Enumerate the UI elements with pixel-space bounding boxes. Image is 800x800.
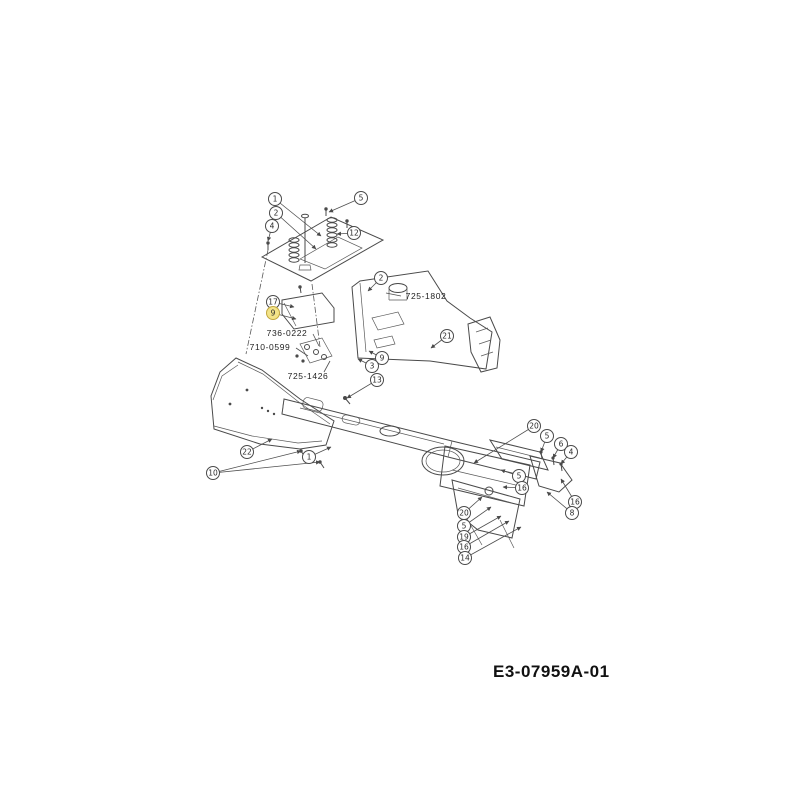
callout-5[interactable]: 5 xyxy=(540,429,554,443)
part-number-labels: 725-1802 736-0222 710-0599 725-1426 xyxy=(250,291,447,381)
callout-17[interactable]: 17 xyxy=(266,295,280,309)
mounting-plate-assembly xyxy=(245,207,385,355)
callout-3[interactable]: 3 xyxy=(365,359,379,373)
spring-right xyxy=(326,217,338,248)
fastener-cluster xyxy=(295,337,351,405)
callout-4[interactable]: 4 xyxy=(265,219,279,233)
svg-text:3: 3 xyxy=(370,362,375,371)
callout-13[interactable]: 13 xyxy=(370,373,384,387)
callout-16[interactable]: 16 xyxy=(515,481,529,495)
side-panel-left xyxy=(210,357,335,450)
svg-text:19: 19 xyxy=(459,533,469,542)
diagram-code-label: E3-07959A-01 xyxy=(493,662,610,681)
callout-21[interactable]: 21 xyxy=(440,329,454,343)
svg-text:13: 13 xyxy=(372,376,382,385)
frame-artwork xyxy=(210,207,573,549)
callout-20[interactable]: 20 xyxy=(457,506,471,520)
svg-text:2: 2 xyxy=(274,209,279,218)
svg-text:20: 20 xyxy=(459,509,469,518)
part-number-label: 725-1802 xyxy=(406,291,447,301)
cover-plate xyxy=(281,292,335,330)
callout-1[interactable]: 1 xyxy=(302,450,316,464)
svg-text:1: 1 xyxy=(307,453,312,462)
callout-19[interactable]: 19 xyxy=(457,530,471,544)
svg-text:6: 6 xyxy=(559,440,564,449)
callout-1[interactable]: 1 xyxy=(268,192,282,206)
callout-12[interactable]: 12 xyxy=(347,226,361,240)
plate-bolts xyxy=(266,207,349,294)
svg-text:9: 9 xyxy=(380,354,385,363)
svg-text:14: 14 xyxy=(460,554,470,563)
svg-text:5: 5 xyxy=(462,522,467,531)
callout-16[interactable]: 16 xyxy=(457,540,471,554)
callout-2[interactable]: 2 xyxy=(374,271,388,285)
part-number-label: 710-0599 xyxy=(250,342,291,352)
callout-20[interactable]: 20 xyxy=(527,419,541,433)
callout-10[interactable]: 10 xyxy=(206,466,220,480)
svg-text:5: 5 xyxy=(359,194,364,203)
svg-text:5: 5 xyxy=(517,472,522,481)
svg-text:1: 1 xyxy=(273,195,278,204)
part-number-label: 725-1426 xyxy=(288,371,329,381)
callout-6[interactable]: 6 xyxy=(554,437,568,451)
svg-text:17: 17 xyxy=(268,298,278,307)
callout-22[interactable]: 22 xyxy=(240,445,254,459)
side-panel-right xyxy=(351,270,501,373)
callout-9[interactable]: 9 xyxy=(266,306,280,320)
callout-8[interactable]: 8 xyxy=(565,506,579,520)
svg-text:4: 4 xyxy=(569,448,574,457)
callout-4[interactable]: 4 xyxy=(564,445,578,459)
callout-2[interactable]: 2 xyxy=(269,206,283,220)
svg-text:8: 8 xyxy=(570,509,575,518)
svg-text:12: 12 xyxy=(349,229,359,238)
callout-5[interactable]: 5 xyxy=(354,191,368,205)
svg-text:16: 16 xyxy=(459,543,469,552)
svg-text:5: 5 xyxy=(545,432,550,441)
spring-left xyxy=(288,237,300,263)
svg-text:22: 22 xyxy=(242,448,252,457)
callout-5[interactable]: 5 xyxy=(512,469,526,483)
part-number-label: 736-0222 xyxy=(267,328,308,338)
svg-text:20: 20 xyxy=(529,422,539,431)
svg-text:21: 21 xyxy=(442,332,452,341)
svg-text:16: 16 xyxy=(517,484,527,493)
svg-text:2: 2 xyxy=(379,274,384,283)
callout-14[interactable]: 14 xyxy=(458,551,472,565)
svg-text:10: 10 xyxy=(208,469,218,478)
svg-text:4: 4 xyxy=(270,222,275,231)
svg-text:9: 9 xyxy=(271,309,276,318)
callout-9[interactable]: 9 xyxy=(375,351,389,365)
callout-balloons: 1245122179219313221012056451616820519161… xyxy=(206,191,582,565)
svg-text:16: 16 xyxy=(570,498,580,507)
